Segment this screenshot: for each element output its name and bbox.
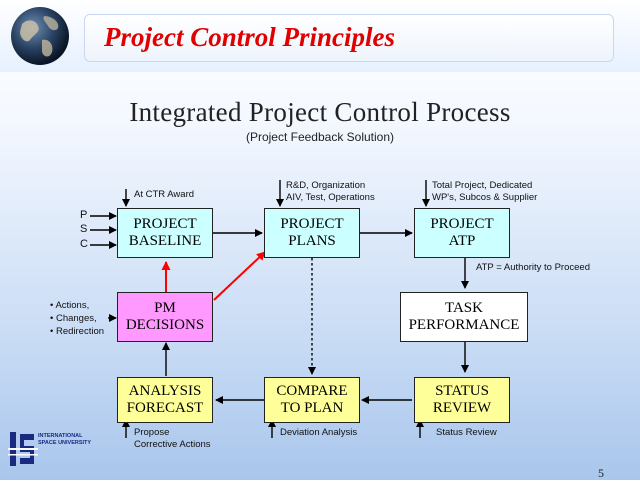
psc-label-c: C bbox=[80, 238, 88, 250]
box-label: PROJECT bbox=[280, 216, 344, 232]
note-line: • Changes, bbox=[50, 313, 97, 324]
decisions-input-note: • Actions, • Changes, • Redirection bbox=[50, 299, 104, 338]
atp-definition-note: ATP = Authority to Proceed bbox=[476, 262, 590, 273]
box-label: BASELINE bbox=[128, 233, 202, 249]
box-label: PROJECT bbox=[133, 216, 197, 232]
slide-title: Integrated Project Control Process bbox=[129, 97, 511, 127]
slide-subtitle: (Project Feedback Solution) bbox=[245, 130, 395, 144]
note-line: • Actions, bbox=[50, 300, 90, 311]
box-label: PROJECT bbox=[430, 216, 494, 232]
isu-logo: INTERNATIONAL SPACE UNIVERSITY bbox=[8, 428, 91, 475]
box-label: PERFORMANCE bbox=[408, 317, 520, 333]
status-review-box: STATUS REVIEW bbox=[414, 377, 510, 423]
note-line: • Redirection bbox=[50, 326, 105, 337]
note-line: Corrective Actions bbox=[134, 439, 211, 450]
box-label: STATUS bbox=[435, 383, 489, 399]
isu-logo-mark bbox=[8, 432, 38, 466]
box-label: REVIEW bbox=[432, 400, 492, 416]
plans-input-note: R&D, Organization AIV, Test, Operations bbox=[286, 180, 375, 204]
ctr-award-note: At CTR Award bbox=[134, 189, 195, 200]
note-line: Total Project, Dedicated bbox=[432, 180, 533, 191]
box-label: PM bbox=[154, 300, 176, 316]
compare-output-note: Deviation Analysis bbox=[280, 427, 358, 438]
note-line: WP's, Subcos & Supplier bbox=[432, 192, 538, 203]
note-line: AIV, Test, Operations bbox=[286, 192, 375, 203]
box-label: ATP bbox=[448, 233, 476, 249]
analysis-output-note: Propose Corrective Actions bbox=[134, 427, 211, 451]
psc-label-s: S bbox=[80, 223, 88, 235]
box-label: ANALYSIS bbox=[128, 383, 202, 399]
project-baseline-box: PROJECT BASELINE bbox=[117, 208, 213, 258]
page-number: 5 bbox=[598, 466, 604, 480]
box-label: FORECAST bbox=[126, 400, 204, 416]
title-banner bbox=[84, 14, 614, 62]
analysis-forecast-box: ANALYSIS FORECAST bbox=[117, 377, 213, 423]
header-title: Project Control Principles bbox=[104, 22, 396, 52]
status-output-note: Status Review bbox=[436, 427, 497, 438]
box-label: PLANS bbox=[288, 233, 336, 249]
note-line: Propose bbox=[134, 427, 170, 438]
pm-decisions-box: PM DECISIONS bbox=[117, 292, 213, 342]
box-label: TASK bbox=[445, 300, 483, 316]
logo-line1: INTERNATIONAL bbox=[38, 433, 83, 439]
psc-label-p: P bbox=[80, 209, 88, 221]
logo-line2: SPACE UNIVERSITY bbox=[38, 440, 92, 446]
globe-icon bbox=[11, 7, 69, 65]
compare-to-plan-box: COMPARE TO PLAN bbox=[264, 377, 360, 423]
atp-input-note: Total Project, Dedicated WP's, Subcos & … bbox=[432, 180, 537, 204]
project-atp-box: PROJECT ATP bbox=[414, 208, 510, 258]
box-label: TO PLAN bbox=[280, 400, 344, 416]
project-plans-box: PROJECT PLANS bbox=[264, 208, 360, 258]
task-performance-box: TASK PERFORMANCE bbox=[400, 292, 528, 342]
box-label: COMPARE bbox=[276, 383, 348, 399]
box-label: DECISIONS bbox=[125, 317, 205, 333]
note-line: R&D, Organization bbox=[286, 180, 366, 191]
